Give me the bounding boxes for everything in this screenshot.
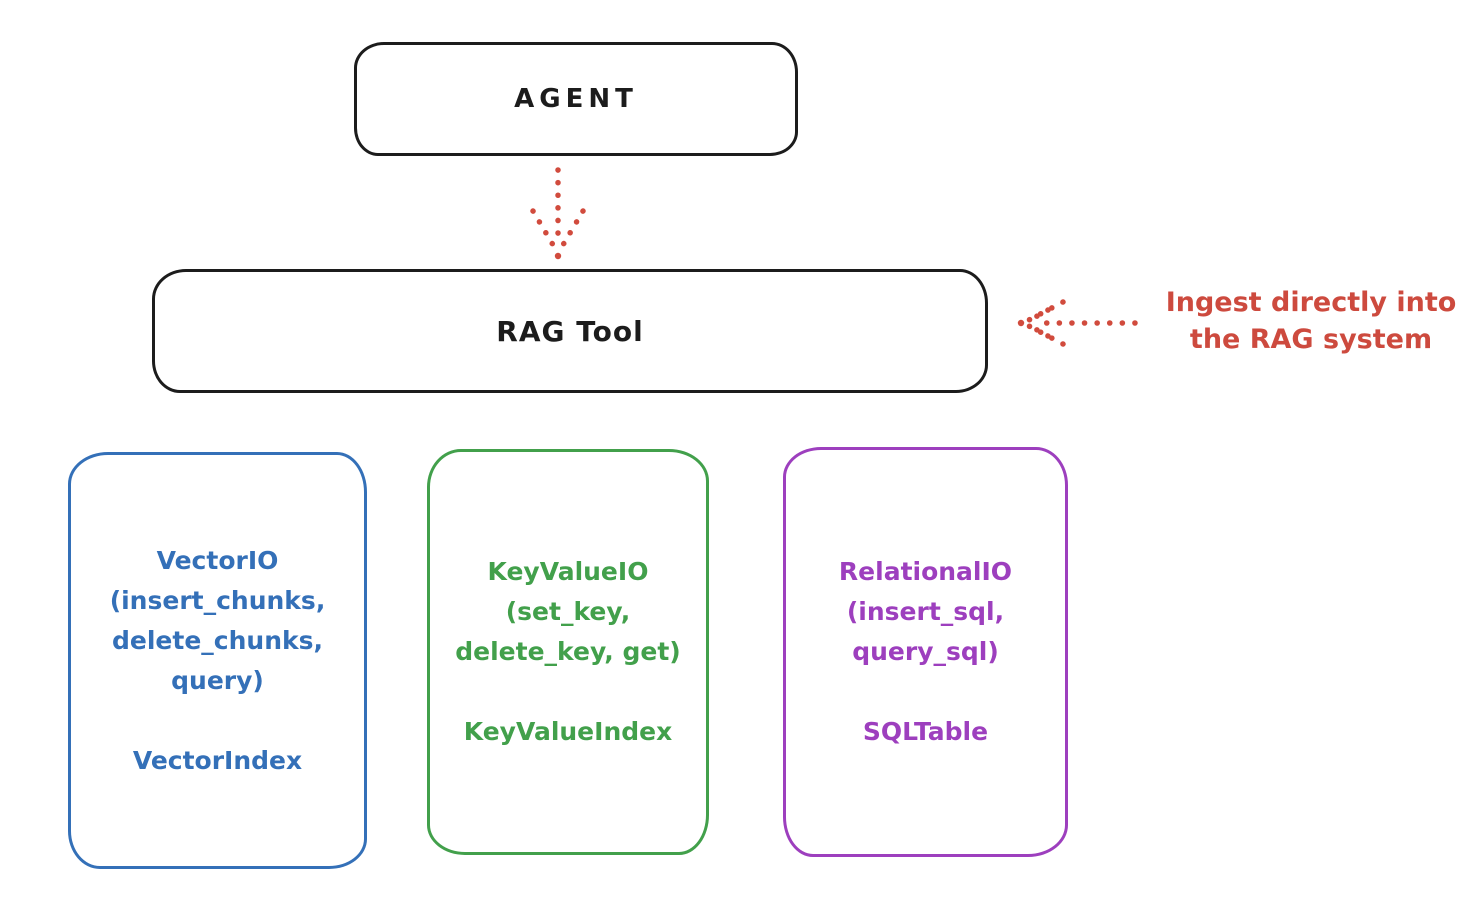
rag-tool-node-label: RAG Tool — [496, 314, 644, 348]
vector-io-index-label: VectorIndex — [132, 745, 303, 775]
vector-io-methods-line: (insert_chunks, — [109, 585, 326, 615]
annotation-to-rag-arrow-icon — [1017, 299, 1138, 347]
key-value-io-node: KeyValueIO (set_key, delete_key, get) Ke… — [427, 449, 709, 855]
relational-io-methods-line: query_sql) — [852, 637, 999, 666]
annotation: Ingest directly into the RAG system — [1138, 284, 1484, 358]
key-value-io-methods-line: delete_key, get) — [455, 637, 681, 666]
annotation-line-2: the RAG system — [1189, 324, 1433, 355]
annotation-line-1: Ingest directly into — [1165, 287, 1457, 318]
relational-io-methods-line: (insert_sql, — [846, 597, 1005, 626]
vector-io-methods-line: delete_chunks, — [112, 625, 323, 655]
relational-io-table-label: SQLTable — [862, 717, 989, 746]
rag-tool-node: RAG Tool — [152, 269, 988, 393]
vector-io-node: VectorIO (insert_chunks, delete_chunks, … — [68, 452, 367, 869]
key-value-io-index-label: KeyValueIndex — [463, 717, 673, 746]
vector-io-methods-line: query) — [171, 665, 264, 695]
relational-io-title-line: RelationalIO — [838, 557, 1013, 586]
agent-to-rag-arrow-icon — [530, 167, 586, 260]
relational-io-node: RelationalIO (insert_sql, query_sql) SQL… — [783, 447, 1068, 857]
vector-io-title-line: VectorIO — [156, 545, 279, 575]
key-value-io-methods-line: (set_key, — [505, 597, 631, 626]
key-value-io-title-line: KeyValueIO — [487, 557, 649, 586]
agent-node-label: AGENT — [514, 84, 638, 114]
agent-node: AGENT — [354, 42, 798, 156]
